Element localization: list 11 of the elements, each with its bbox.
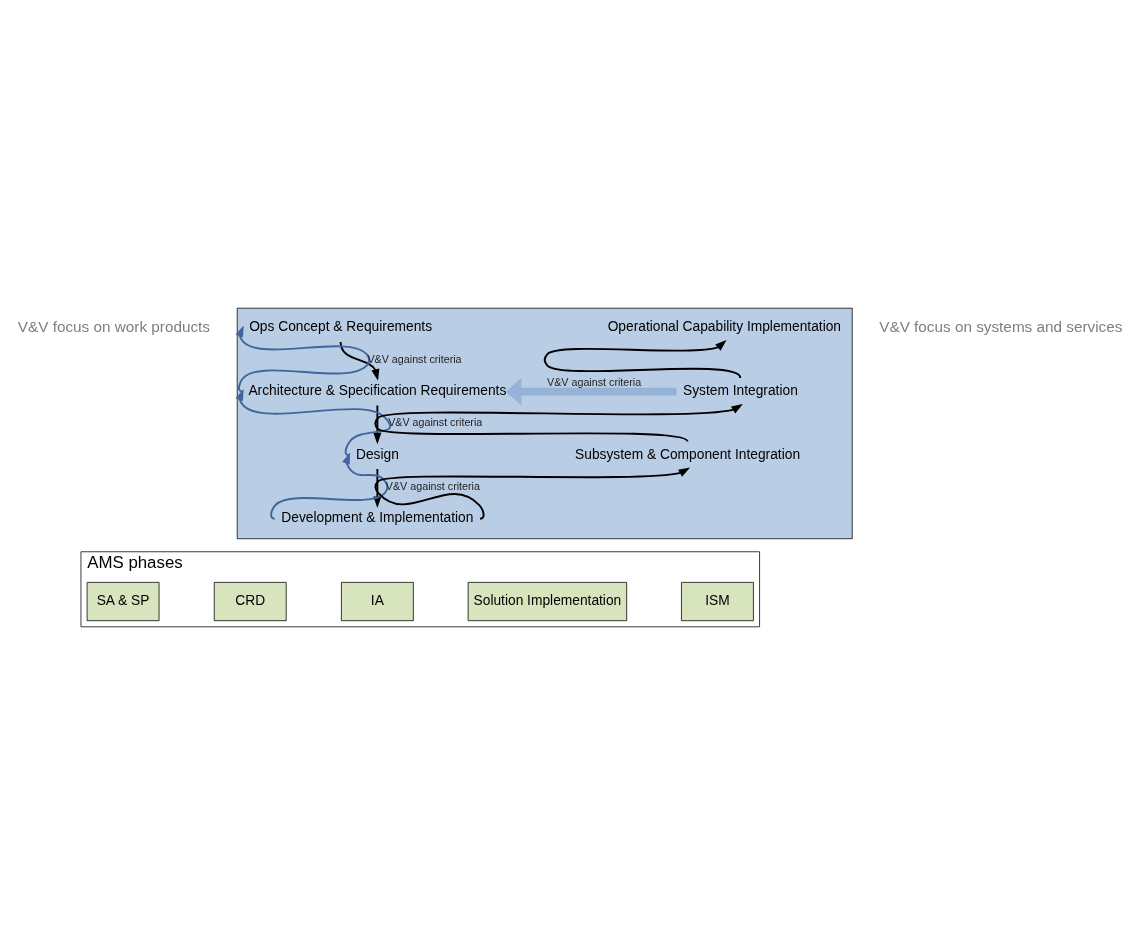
- node-text: Subsystem & Component Integration: [575, 446, 801, 462]
- edge-label: V&V against criteria: [388, 415, 483, 428]
- label: V&V focus on work products: [17, 317, 210, 335]
- label: V&V focus on systems and services: [879, 317, 1123, 335]
- edge-label: V&V against criteria: [547, 375, 642, 388]
- node-text: Ops Concept & Requirements: [249, 318, 433, 334]
- node-text: Design: [355, 446, 399, 462]
- node-text: Architecture & Specification Requirements: [248, 382, 507, 398]
- node-text: Operational Capability Implementation: [607, 318, 842, 334]
- node-text: Development & Implementation: [281, 509, 474, 525]
- node-text: System Integration: [683, 382, 798, 398]
